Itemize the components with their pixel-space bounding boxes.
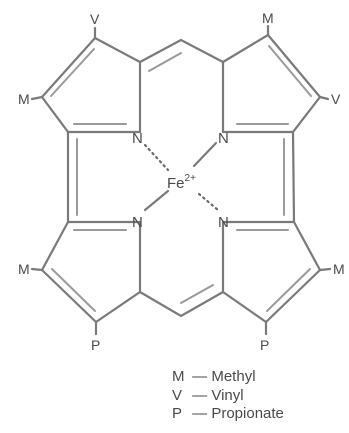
bond [138, 38, 225, 64]
legend-dash: — [192, 386, 208, 404]
coordinate-bond [143, 143, 170, 172]
legend-item-vinyl: V — Vinyl [172, 387, 284, 406]
bond [93, 36, 142, 64]
bond [94, 290, 142, 324]
bond [318, 95, 330, 101]
coordinate-bond [192, 141, 218, 168]
substituent-top-left: V [90, 11, 100, 27]
legend-dash: — [192, 405, 208, 422]
legend-dash: — [192, 368, 208, 385]
bond [266, 33, 322, 99]
double-bond [268, 45, 312, 97]
legend: M — Methyl V — Vinyl P — Propionate [172, 368, 284, 424]
legend-label: Propionate [211, 405, 284, 422]
bond [291, 95, 322, 134]
legend-key: V [172, 386, 183, 404]
bond [221, 33, 270, 64]
legend-item-propionate: P — Propionate [172, 405, 284, 424]
double-bond [148, 52, 182, 72]
substituent-left-upper: M [18, 91, 30, 107]
bond [318, 267, 332, 272]
legend-label: Methyl [211, 368, 256, 385]
double-bond [180, 284, 214, 304]
substituent-top-right: M [262, 10, 274, 26]
substituent-bottom-right: P [260, 337, 269, 353]
nitrogen-label: N [218, 130, 229, 147]
bond [40, 95, 70, 134]
bond [40, 36, 97, 99]
legend-key: M [172, 368, 185, 385]
iron-symbol: Fe [167, 175, 185, 192]
substituent-labels: V M M V M M P P [18, 10, 345, 353]
bond [221, 290, 268, 324]
bond [30, 95, 44, 101]
iron-label: Fe2+ [167, 173, 196, 192]
bond [264, 268, 322, 324]
nitrogen-label: N [132, 214, 143, 231]
double-bond [266, 268, 311, 312]
legend-item-methyl: M — Methyl [172, 368, 284, 387]
bond [138, 290, 225, 318]
coordinate-bond [197, 192, 220, 212]
nitrogen-label: N [218, 214, 229, 231]
double-bond [50, 48, 95, 97]
nitrogen-label: N [132, 130, 143, 147]
substituent-bottom-left: P [91, 337, 100, 353]
double-bond [51, 268, 96, 312]
iron-charge: 2+ [185, 173, 197, 184]
legend-label: Vinyl [211, 386, 244, 404]
bond [40, 220, 70, 272]
legend-key: P [172, 405, 183, 422]
substituent-right-upper: V [331, 91, 341, 107]
substituent-right-lower: M [333, 261, 345, 277]
bond [40, 268, 98, 324]
substituent-left-lower: M [18, 261, 30, 277]
bond [30, 267, 44, 272]
coordinate-bond [143, 189, 170, 212]
bond [292, 220, 322, 272]
bonds [30, 24, 332, 336]
atom-labels: N N N N Fe2+ [132, 130, 229, 231]
bond [291, 130, 296, 224]
